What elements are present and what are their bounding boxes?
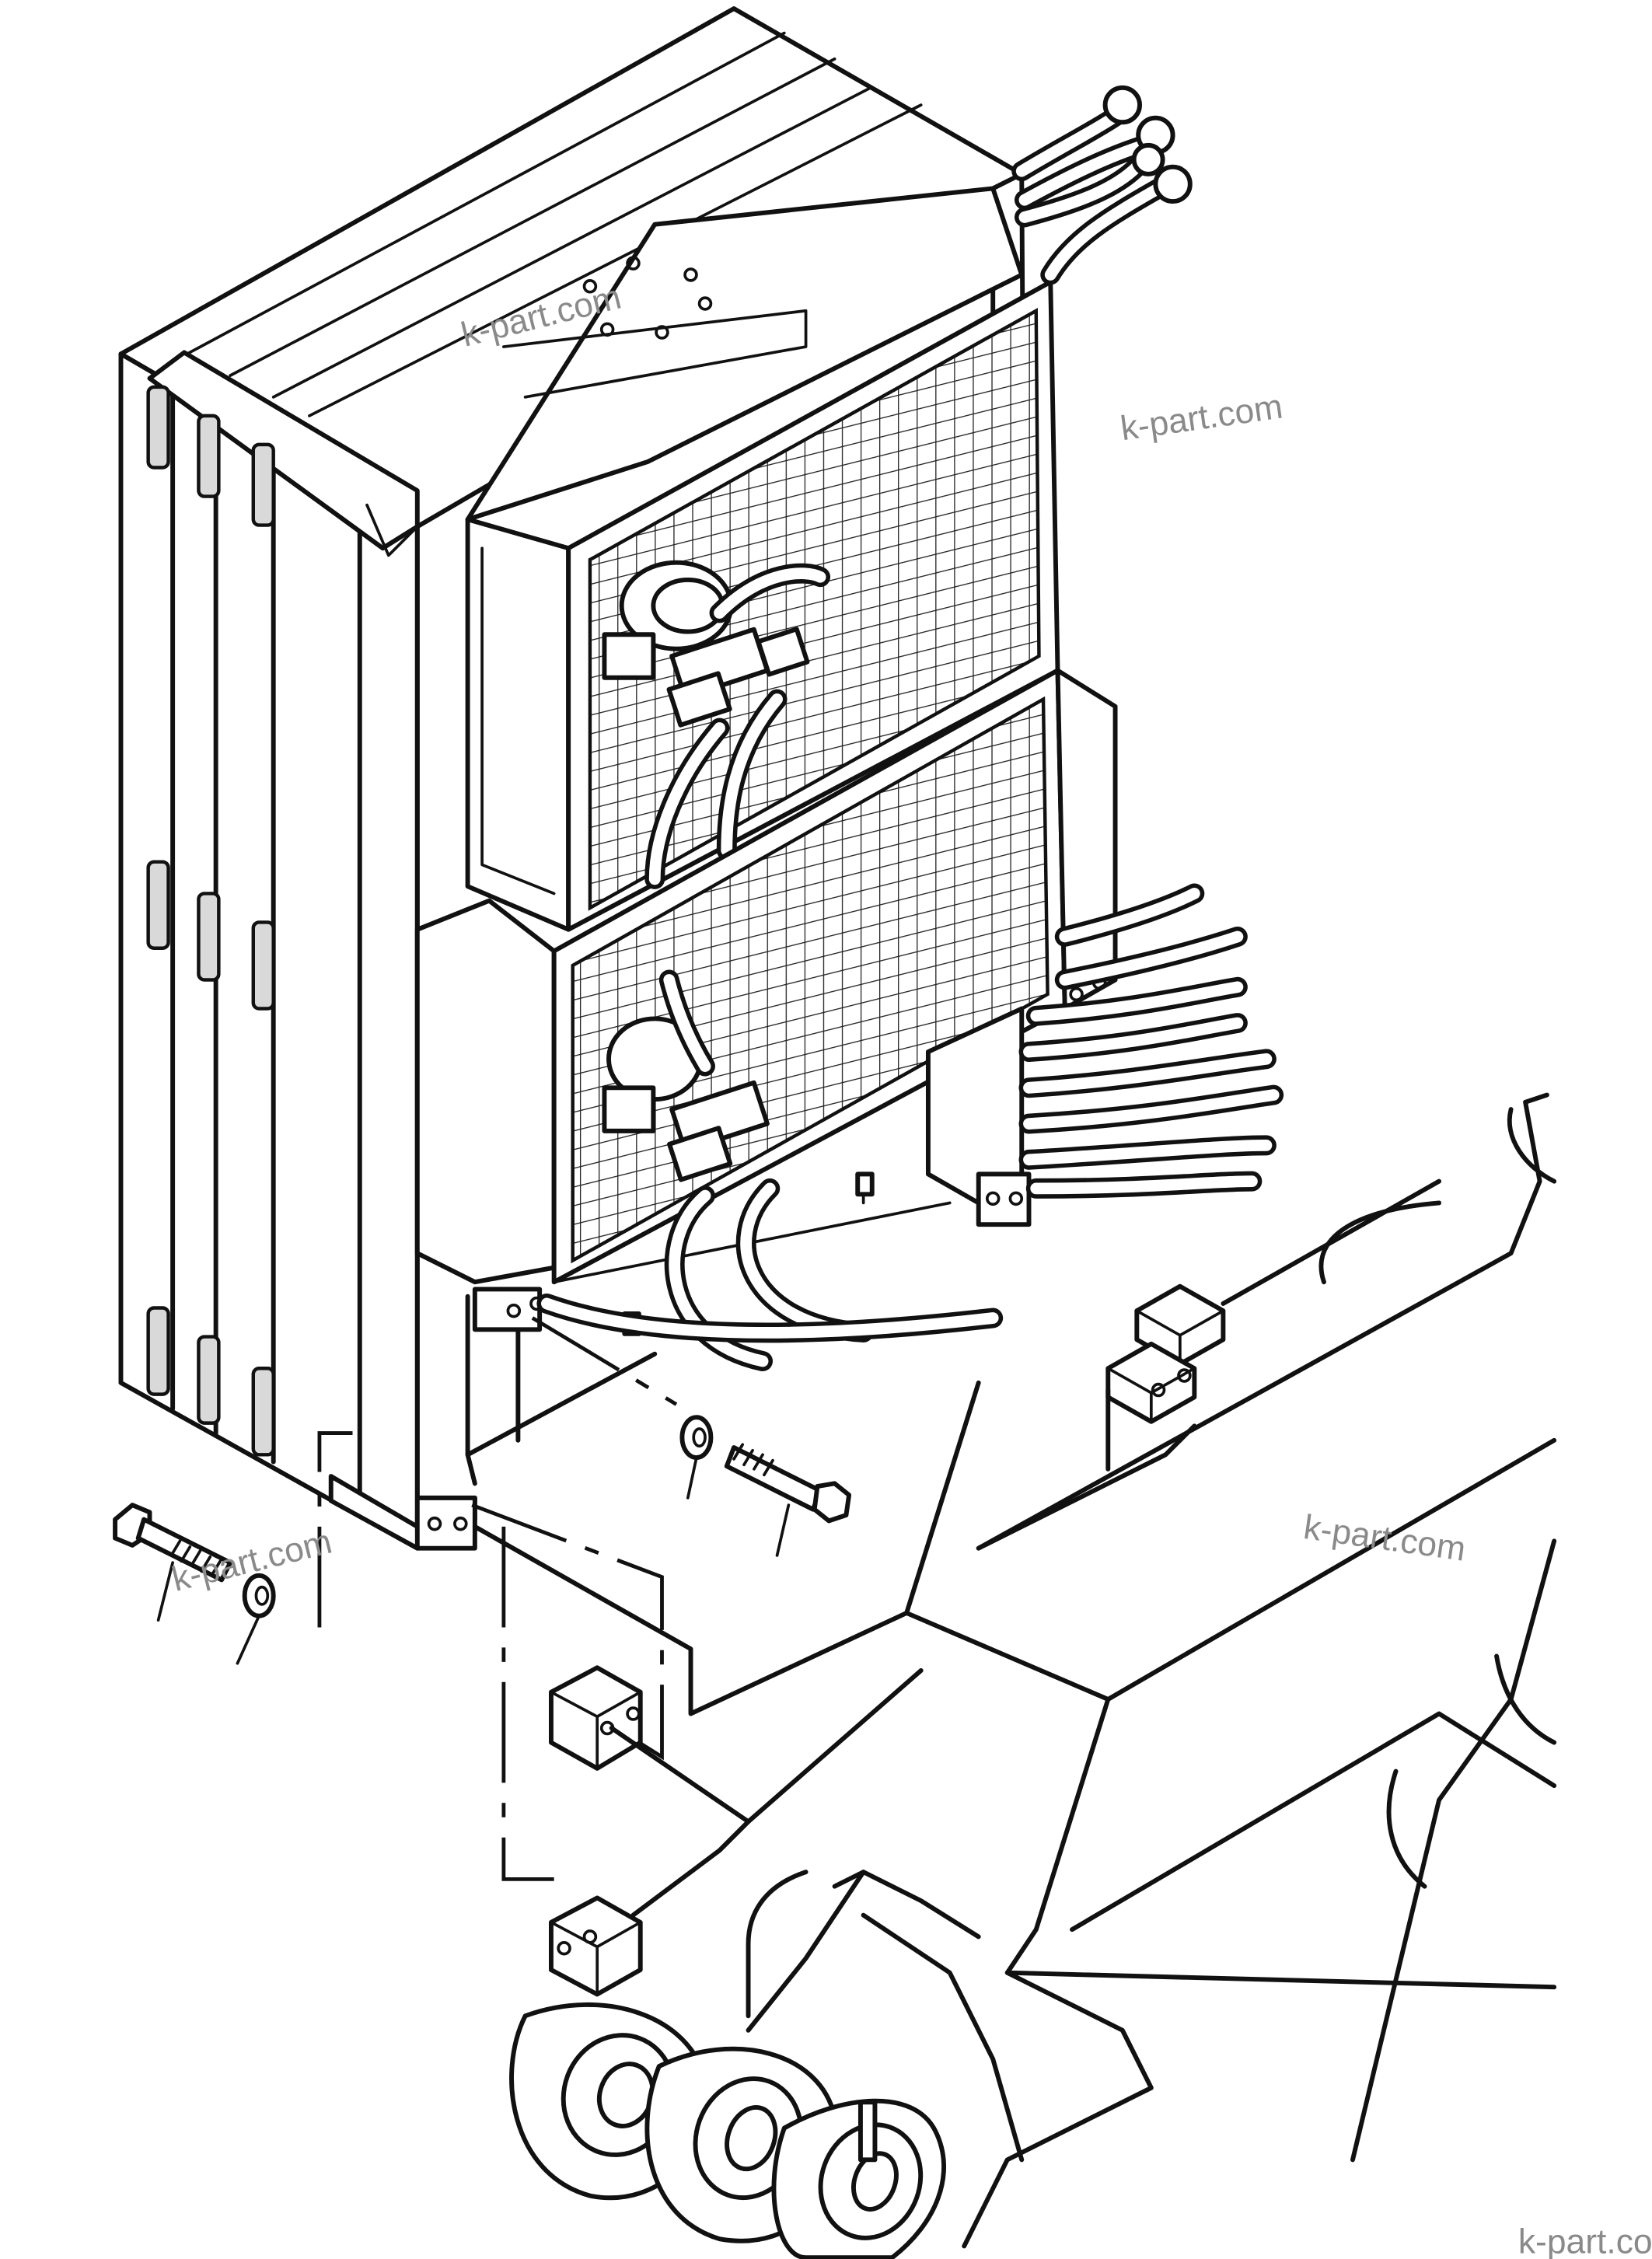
hinge-top-1 (146, 385, 275, 527)
assembly-guide-lines (317, 1316, 678, 1881)
upper-mesh-guard (566, 279, 1060, 932)
right-hose-bundle (1018, 883, 1284, 1199)
washer-icon (679, 1415, 714, 1460)
watermark-4: k-part.com (1301, 1508, 1469, 1569)
bolt-right (679, 1415, 852, 1557)
machine-frame (472, 1092, 1557, 2249)
watermark-2: k-part.com (1118, 388, 1285, 449)
hinge-bottom (146, 1306, 275, 1457)
hose-fitting-icon (1102, 85, 1193, 204)
top-hoses (1011, 85, 1193, 285)
bolt-left (113, 1503, 276, 1665)
cooler-housing (118, 6, 1027, 1551)
hex-bolt-icon (724, 1443, 852, 1524)
watermark-5: k-part.com (1518, 2223, 1652, 2259)
link-eyes (509, 2002, 947, 2259)
lower-mesh-guard (414, 668, 1118, 1336)
hinge-mid (146, 860, 275, 1011)
lower-hoses (536, 1178, 1004, 1371)
washer-icon (242, 1573, 276, 1618)
hex-bolt-icon (113, 1503, 233, 1583)
fan-shroud (465, 186, 1025, 932)
mount-brackets (548, 1283, 1226, 1997)
